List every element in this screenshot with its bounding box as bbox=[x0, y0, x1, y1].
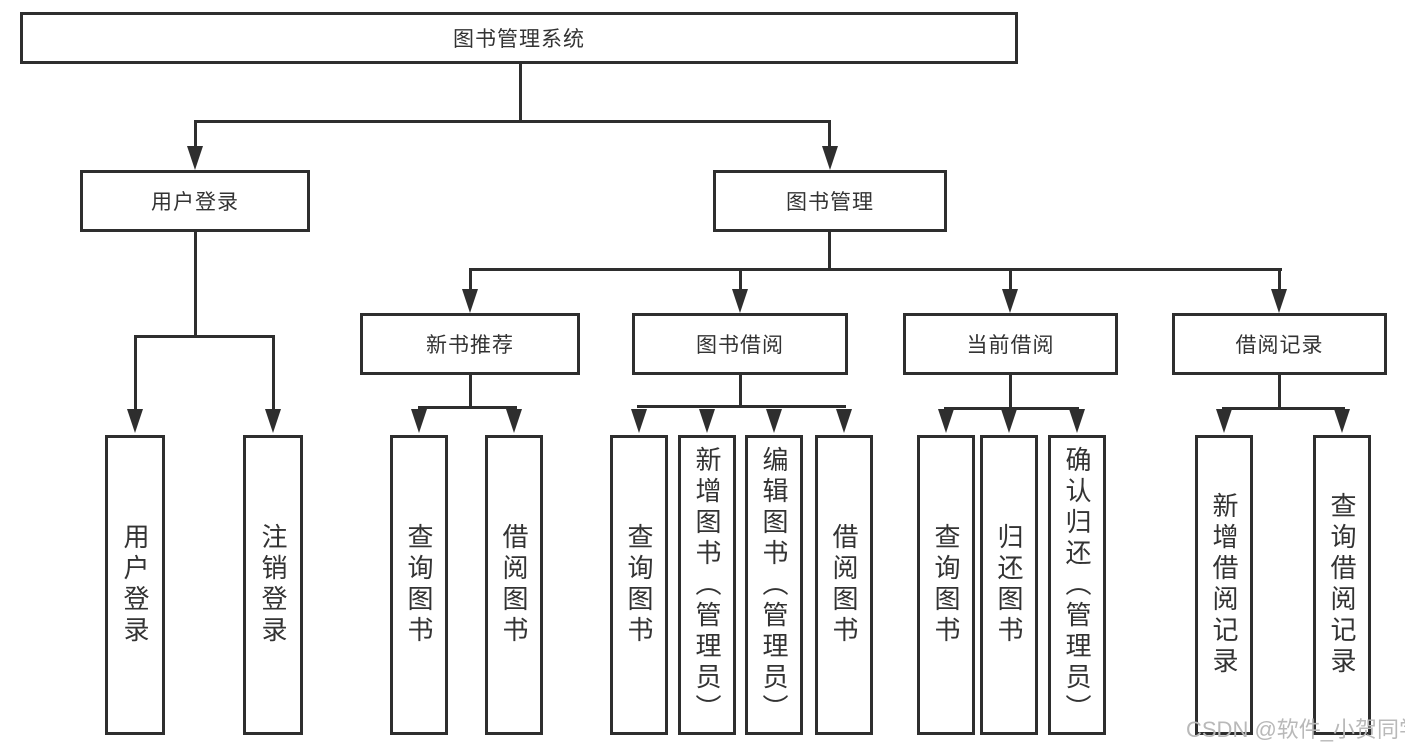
node-user-login: 用户登录 bbox=[80, 170, 310, 232]
leaf-label: 新增借阅记录 bbox=[1209, 492, 1239, 678]
connector-line bbox=[828, 120, 831, 148]
csdn-watermark: CSDN @软件_小贺同学 bbox=[1186, 717, 1405, 742]
connector-line bbox=[1222, 407, 1345, 410]
arrow-down-icon bbox=[732, 289, 748, 313]
connector-line bbox=[637, 405, 846, 408]
node-new-book-recommend: 新书推荐 bbox=[360, 313, 580, 375]
arrow-down-icon bbox=[766, 409, 782, 433]
leaf-query-books-current: 查询图书 bbox=[917, 435, 975, 735]
leaf-return-books: 归还图书 bbox=[980, 435, 1038, 735]
leaf-label: 归还图书 bbox=[994, 523, 1024, 647]
node-book-management: 图书管理 bbox=[713, 170, 947, 232]
connector-line bbox=[418, 406, 517, 409]
connector-line bbox=[828, 232, 831, 268]
connector-line bbox=[1278, 268, 1281, 291]
arrow-down-icon bbox=[938, 409, 954, 433]
node-label: 图书管理系统 bbox=[453, 28, 585, 51]
leaf-logout: 注销登录 bbox=[243, 435, 303, 735]
arrow-down-icon bbox=[1002, 289, 1018, 313]
connector-line bbox=[194, 120, 197, 148]
arrow-down-icon bbox=[411, 409, 427, 433]
connector-line bbox=[194, 120, 831, 123]
connector-line bbox=[1009, 375, 1012, 407]
connector-line bbox=[944, 407, 1079, 410]
leaf-label: 借阅图书 bbox=[829, 523, 859, 647]
arrow-down-icon bbox=[506, 409, 522, 433]
node-library-management-system: 图书管理系统 bbox=[20, 12, 1018, 64]
leaf-query-books-recommend: 查询图书 bbox=[390, 435, 448, 735]
node-label: 当前借阅 bbox=[966, 334, 1055, 357]
connector-line bbox=[272, 335, 275, 411]
arrow-down-icon bbox=[1334, 409, 1350, 433]
connector-line bbox=[519, 64, 522, 120]
leaf-label: 注销登录 bbox=[258, 523, 288, 647]
arrow-down-icon bbox=[822, 146, 838, 170]
leaf-label: 借阅图书 bbox=[499, 523, 529, 647]
connector-line bbox=[739, 375, 742, 405]
node-label: 图书管理 bbox=[786, 191, 874, 214]
node-book-borrowing: 图书借阅 bbox=[632, 313, 848, 375]
leaf-borrow-books-recommend: 借阅图书 bbox=[485, 435, 543, 735]
leaf-label: 用户登录 bbox=[120, 523, 150, 647]
connector-line bbox=[469, 375, 472, 406]
node-borrowing-records: 借阅记录 bbox=[1172, 313, 1387, 375]
arrow-down-icon bbox=[187, 146, 203, 170]
leaf-label: 查询借阅记录 bbox=[1327, 492, 1357, 678]
leaf-user-login: 用户登录 bbox=[105, 435, 165, 735]
arrow-down-icon bbox=[1069, 409, 1085, 433]
leaf-label: 编辑图书（管理员） bbox=[759, 445, 789, 725]
connector-line bbox=[1278, 375, 1281, 407]
node-current-borrowing: 当前借阅 bbox=[903, 313, 1118, 375]
arrow-down-icon bbox=[462, 289, 478, 313]
leaf-add-borrow-record: 新增借阅记录 bbox=[1195, 435, 1253, 735]
node-label: 图书借阅 bbox=[696, 334, 784, 357]
leaf-query-borrow-record: 查询借阅记录 bbox=[1313, 435, 1371, 735]
arrow-down-icon bbox=[1216, 409, 1232, 433]
node-label: 借阅记录 bbox=[1235, 334, 1324, 357]
leaf-borrow-books: 借阅图书 bbox=[815, 435, 873, 735]
leaf-add-books-admin: 新增图书（管理员） bbox=[678, 435, 736, 735]
connector-line bbox=[134, 335, 275, 338]
leaf-label: 确认归还（管理员） bbox=[1062, 445, 1092, 725]
arrow-down-icon bbox=[127, 409, 143, 433]
node-label: 用户登录 bbox=[151, 191, 239, 214]
connector-line bbox=[1009, 268, 1012, 291]
arrow-down-icon bbox=[836, 409, 852, 433]
connector-line bbox=[469, 268, 472, 291]
leaf-label: 查询图书 bbox=[931, 523, 961, 647]
connector-line bbox=[739, 268, 742, 291]
connector-line bbox=[134, 335, 137, 411]
connector-line bbox=[194, 232, 197, 335]
connector-line bbox=[469, 268, 1282, 271]
node-label: 新书推荐 bbox=[426, 334, 514, 357]
leaf-label: 新增图书（管理员） bbox=[692, 445, 722, 725]
arrow-down-icon bbox=[1001, 409, 1017, 433]
arrow-down-icon bbox=[265, 409, 281, 433]
leaf-edit-books-admin: 编辑图书（管理员） bbox=[745, 435, 803, 735]
leaf-confirm-return-admin: 确认归还（管理员） bbox=[1048, 435, 1106, 735]
arrow-down-icon bbox=[1271, 289, 1287, 313]
leaf-query-books-borrow: 查询图书 bbox=[610, 435, 668, 735]
leaf-label: 查询图书 bbox=[404, 523, 434, 647]
arrow-down-icon bbox=[631, 409, 647, 433]
leaf-label: 查询图书 bbox=[624, 523, 654, 647]
arrow-down-icon bbox=[699, 409, 715, 433]
